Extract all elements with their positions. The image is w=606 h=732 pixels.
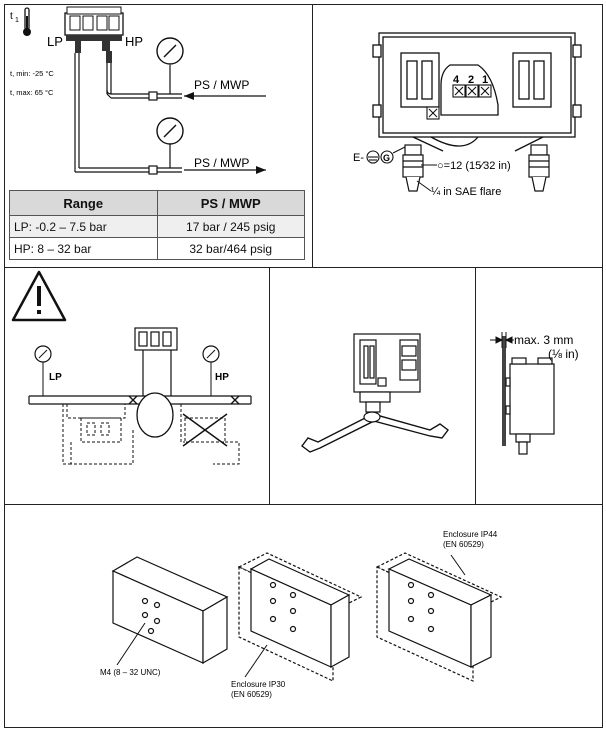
lp-gauge-icon bbox=[156, 117, 184, 145]
bulb-weight bbox=[136, 392, 174, 438]
ip30-standard: (EN 60529) bbox=[231, 690, 272, 699]
lp-flow-arrow bbox=[184, 166, 266, 174]
terminal-diagram: 4 2 1 E- G ○=12 (15⁄32 in) ¼ in SAE flar… bbox=[353, 32, 582, 198]
enclosure-diagram: M4 (8 – 32 UNC) Enclosure IP30 (EN 60529… bbox=[100, 530, 503, 699]
header-ps-mwp: PS / MWP bbox=[156, 190, 305, 216]
table-row: LP: -0.2 – 7.5 bar 17 bar / 245 psig bbox=[9, 215, 305, 238]
temp-max-label: t, max: 65 °C bbox=[10, 88, 54, 97]
t1-subscript: 1 bbox=[15, 17, 19, 24]
wrench-size-note: ○=12 (15⁄32 in) bbox=[437, 160, 511, 172]
pressure-fittings bbox=[402, 144, 550, 192]
installation-diagram: LP HP bbox=[11, 270, 252, 465]
range-table: Range PS / MWP LP: -0.2 – 7.5 bar 17 bar… bbox=[9, 190, 305, 260]
flare-leader bbox=[416, 180, 432, 192]
lp-pipe bbox=[74, 53, 182, 175]
hp-pipe bbox=[106, 63, 182, 101]
ground-leader bbox=[392, 146, 406, 154]
switch-side-view bbox=[353, 333, 421, 413]
wall-plate bbox=[502, 336, 506, 446]
pressure-switch-top bbox=[134, 327, 178, 351]
table-row: HP: 8 – 32 bar 32 bar/464 psig bbox=[9, 237, 305, 260]
earth-icon bbox=[366, 150, 380, 164]
thermometer-icon bbox=[23, 7, 31, 36]
ps-mwp-label-lp: PS / MWP bbox=[194, 156, 249, 170]
hp-flow-arrow bbox=[184, 92, 266, 100]
m4-leader bbox=[116, 622, 146, 666]
pressure-switch bbox=[64, 6, 124, 63]
warning-icon bbox=[11, 270, 67, 322]
ip30-leader bbox=[244, 644, 268, 678]
temp-min-label: t, min: -25 °C bbox=[10, 69, 54, 78]
flare-note: ¼ in SAE flare bbox=[431, 186, 501, 198]
hp-label: HP bbox=[125, 34, 143, 49]
lp-label: LP bbox=[49, 372, 62, 383]
lp-gauge-icon bbox=[34, 345, 52, 396]
clearance-arrow bbox=[490, 332, 514, 348]
terminal-label-4: 4 bbox=[453, 74, 460, 86]
terminal-screws bbox=[426, 84, 492, 120]
ground-icon bbox=[380, 150, 394, 164]
max-clearance-label: max. 3 mm bbox=[514, 333, 573, 347]
earth-label: E- bbox=[353, 152, 364, 164]
hp-label: HP bbox=[215, 372, 229, 383]
hp-gauge-icon bbox=[156, 37, 184, 65]
ip44-leader bbox=[450, 554, 466, 576]
table-header-row: Range PS / MWP bbox=[9, 190, 305, 216]
piping-diagram: t 1 LP HP PS / MWP bbox=[10, 6, 266, 175]
cross-mark-icon bbox=[128, 395, 240, 405]
cell-lp-pressure: 17 bar / 245 psig bbox=[156, 215, 305, 238]
wrench-icon bbox=[301, 413, 449, 453]
wrench-diagram bbox=[301, 333, 449, 453]
incorrect-positions bbox=[62, 404, 240, 465]
panel-enclosure-options bbox=[4, 504, 603, 728]
ground-letter: G bbox=[383, 153, 390, 163]
cell-hp-range: HP: 8 – 32 bar bbox=[9, 237, 158, 260]
ip30-label: Enclosure IP30 bbox=[231, 680, 286, 689]
cell-hp-pressure: 32 bar/464 psig bbox=[156, 237, 305, 260]
cell-lp-range: LP: -0.2 – 7.5 bar bbox=[9, 215, 158, 238]
enclosure-ip44 bbox=[375, 552, 503, 682]
hp-gauge-icon bbox=[202, 345, 220, 396]
enclosure-ip30 bbox=[237, 552, 363, 682]
switch-side-profile bbox=[505, 357, 555, 455]
t1-label: t bbox=[10, 11, 13, 22]
enclosure-rear-view bbox=[111, 556, 229, 665]
big-cross-icon bbox=[182, 413, 228, 447]
header-range: Range bbox=[9, 190, 158, 216]
fitting-nut bbox=[363, 411, 381, 423]
lp-label: LP bbox=[47, 34, 63, 49]
switch-body bbox=[372, 32, 582, 152]
ip44-label: Enclosure IP44 bbox=[443, 530, 498, 539]
ps-mwp-label-hp: PS / MWP bbox=[194, 78, 249, 92]
terminal-label-1: 1 bbox=[482, 74, 488, 86]
clearance-diagram: max. 3 mm (⅛ in) bbox=[490, 332, 579, 455]
terminal-label-2: 2 bbox=[468, 74, 474, 86]
clearance-inch-label: (⅛ in) bbox=[548, 347, 579, 361]
m4-thread-label: M4 (8 – 32 UNC) bbox=[100, 668, 161, 677]
ip44-standard: (EN 60529) bbox=[443, 540, 484, 549]
